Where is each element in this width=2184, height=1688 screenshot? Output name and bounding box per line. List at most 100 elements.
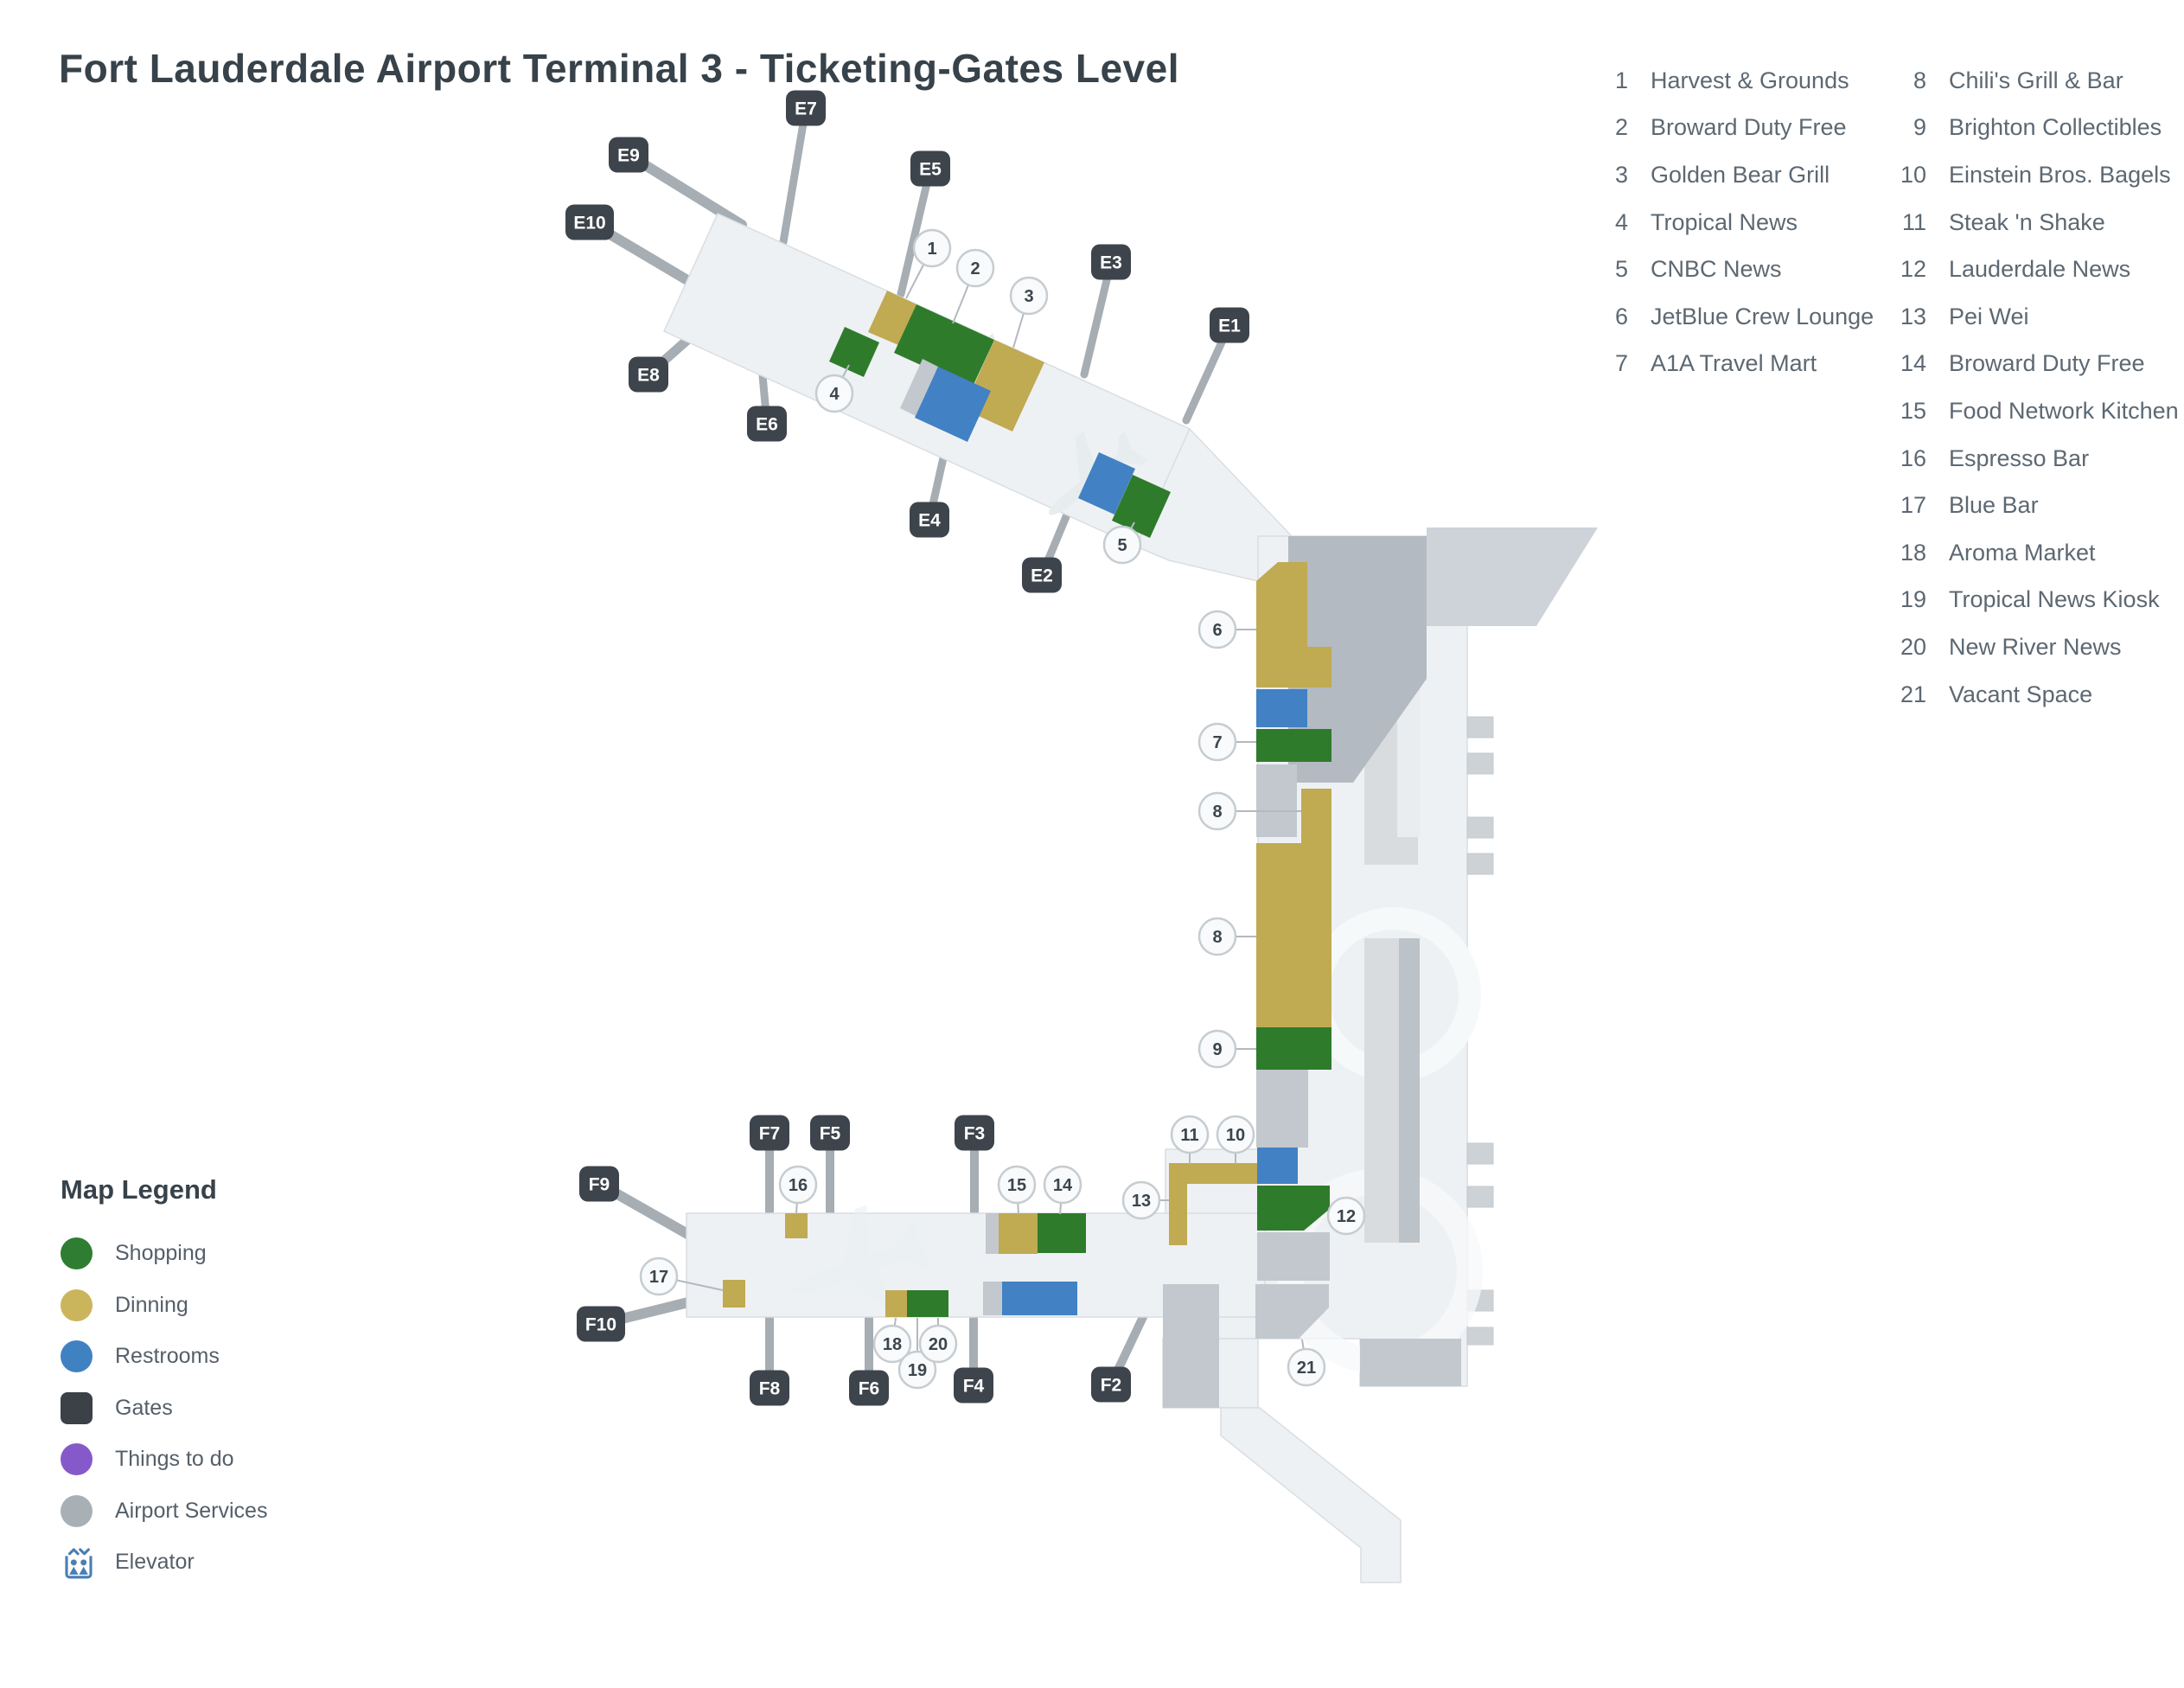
marker-circle-7[interactable] bbox=[1197, 722, 1237, 762]
marker-circle-17[interactable] bbox=[639, 1256, 679, 1296]
marker-21[interactable]: 21 bbox=[1287, 1347, 1326, 1387]
marker-circle-10[interactable] bbox=[1216, 1115, 1255, 1154]
block-jetblue-crew-lounge[interactable] bbox=[1256, 562, 1331, 687]
marker-17[interactable]: 17 bbox=[639, 1256, 679, 1296]
gate-chip-F10[interactable] bbox=[577, 1306, 625, 1342]
block-tropical-news[interactable] bbox=[829, 327, 879, 377]
marker-8[interactable]: 8 bbox=[1197, 791, 1237, 831]
gate-chip-F5[interactable] bbox=[810, 1115, 850, 1151]
marker-circle-5[interactable] bbox=[1102, 525, 1142, 565]
gate-chip-E2[interactable] bbox=[1022, 557, 1062, 593]
block-einstein-steak-n-shake[interactable] bbox=[1169, 1163, 1257, 1184]
gate-chip-E9[interactable] bbox=[609, 137, 648, 173]
marker-circle-4[interactable] bbox=[814, 374, 854, 413]
gate-chip-E4[interactable] bbox=[910, 502, 949, 538]
marker-12[interactable]: 12 bbox=[1326, 1196, 1366, 1236]
gate-chip-E6[interactable] bbox=[747, 406, 787, 442]
marker-circle-8[interactable] bbox=[1197, 917, 1237, 956]
gate-chip-F2[interactable] bbox=[1091, 1366, 1131, 1403]
marker-6[interactable]: 6 bbox=[1197, 610, 1237, 649]
marker-8[interactable]: 8 bbox=[1197, 917, 1237, 956]
block-chilis-grill[interactable] bbox=[1256, 843, 1331, 1027]
gate-E1[interactable]: E1 bbox=[1210, 307, 1249, 343]
marker-circle-6[interactable] bbox=[1197, 610, 1237, 649]
gate-F8[interactable]: F8 bbox=[750, 1370, 789, 1406]
gate-F3[interactable]: F3 bbox=[955, 1115, 994, 1151]
block-restroom-e-east[interactable] bbox=[1078, 452, 1135, 515]
marker-10[interactable]: 10 bbox=[1216, 1115, 1255, 1154]
gate-chip-E10[interactable] bbox=[565, 204, 614, 240]
gate-F5[interactable]: F5 bbox=[810, 1115, 850, 1151]
gate-chip-F6[interactable] bbox=[849, 1370, 889, 1406]
marker-circle-8[interactable] bbox=[1197, 791, 1237, 831]
block-broward-duty-free-f[interactable] bbox=[1038, 1213, 1086, 1253]
block-blue-bar[interactable] bbox=[723, 1280, 745, 1308]
marker-circle-12[interactable] bbox=[1326, 1196, 1366, 1236]
gate-chip-F8[interactable] bbox=[750, 1370, 789, 1406]
marker-7[interactable]: 7 bbox=[1197, 722, 1237, 762]
marker-20[interactable]: 20 bbox=[918, 1324, 958, 1364]
marker-18[interactable]: 18 bbox=[872, 1324, 912, 1364]
marker-circle-3[interactable] bbox=[1009, 276, 1049, 316]
marker-circle-18[interactable] bbox=[872, 1324, 912, 1364]
marker-circle-19[interactable] bbox=[897, 1350, 937, 1390]
block-food-network-kitchen[interactable] bbox=[999, 1213, 1038, 1254]
gate-chip-F9[interactable] bbox=[579, 1166, 619, 1202]
marker-circle-13[interactable] bbox=[1121, 1180, 1161, 1220]
marker-circle-21[interactable] bbox=[1287, 1347, 1326, 1387]
marker-13[interactable]: 13 bbox=[1121, 1180, 1161, 1220]
block-lauderdale-news[interactable] bbox=[1257, 1186, 1330, 1231]
gate-E5[interactable]: E5 bbox=[910, 150, 950, 187]
block-aroma-market[interactable] bbox=[885, 1290, 907, 1317]
gate-E9[interactable]: E9 bbox=[609, 137, 648, 173]
marker-15[interactable]: 15 bbox=[997, 1165, 1037, 1205]
marker-2[interactable]: 2 bbox=[955, 248, 995, 288]
marker-1[interactable]: 1 bbox=[912, 228, 952, 268]
gate-E4[interactable]: E4 bbox=[910, 502, 949, 538]
gate-chip-F3[interactable] bbox=[955, 1115, 994, 1151]
gate-F2[interactable]: F2 bbox=[1091, 1366, 1131, 1403]
marker-16[interactable]: 16 bbox=[778, 1165, 818, 1205]
block-restroom-terminal-1[interactable] bbox=[1256, 689, 1307, 727]
block-broward-duty-free-e[interactable] bbox=[894, 304, 994, 388]
gate-F6[interactable]: F6 bbox=[849, 1370, 889, 1406]
block-chilis-bar[interactable] bbox=[1301, 789, 1331, 843]
gate-chip-F4[interactable] bbox=[954, 1367, 993, 1403]
gate-F10[interactable]: F10 bbox=[577, 1306, 625, 1342]
block-espresso-bar[interactable] bbox=[785, 1213, 808, 1238]
gate-E10[interactable]: E10 bbox=[565, 204, 614, 240]
block-tropical-news-kiosk[interactable] bbox=[907, 1290, 928, 1317]
marker-11[interactable]: 11 bbox=[1170, 1115, 1210, 1154]
gate-E3[interactable]: E3 bbox=[1091, 244, 1131, 280]
marker-circle-16[interactable] bbox=[778, 1165, 818, 1205]
marker-4[interactable]: 4 bbox=[814, 374, 854, 413]
block-a1a-travel-mart[interactable] bbox=[1256, 729, 1331, 762]
gate-chip-E8[interactable] bbox=[629, 356, 668, 393]
marker-circle-2[interactable] bbox=[955, 248, 995, 288]
marker-circle-15[interactable] bbox=[997, 1165, 1037, 1205]
gate-chip-E7[interactable] bbox=[786, 90, 826, 126]
marker-circle-1[interactable] bbox=[912, 228, 952, 268]
gate-chip-E3[interactable] bbox=[1091, 244, 1131, 280]
gate-chip-E1[interactable] bbox=[1210, 307, 1249, 343]
marker-14[interactable]: 14 bbox=[1043, 1165, 1082, 1205]
block-cnbc-news[interactable] bbox=[1112, 475, 1171, 538]
marker-circle-11[interactable] bbox=[1170, 1115, 1210, 1154]
gate-F4[interactable]: F4 bbox=[954, 1367, 993, 1403]
block-pei-wei[interactable] bbox=[1169, 1184, 1187, 1245]
gate-E8[interactable]: E8 bbox=[629, 356, 668, 393]
block-golden-bear-grill[interactable] bbox=[963, 340, 1044, 432]
gate-E2[interactable]: E2 bbox=[1022, 557, 1062, 593]
marker-19[interactable]: 19 bbox=[897, 1350, 937, 1390]
gate-chip-E5[interactable] bbox=[910, 150, 950, 187]
block-new-river-news[interactable] bbox=[928, 1290, 948, 1317]
gate-F9[interactable]: F9 bbox=[579, 1166, 619, 1202]
block-restroom-e-mid[interactable] bbox=[915, 367, 991, 442]
marker-3[interactable]: 3 bbox=[1009, 276, 1049, 316]
block-restroom-terminal-2[interactable] bbox=[1257, 1148, 1298, 1184]
gate-F7[interactable]: F7 bbox=[750, 1115, 789, 1151]
gate-E7[interactable]: E7 bbox=[786, 90, 826, 126]
marker-9[interactable]: 9 bbox=[1197, 1029, 1237, 1069]
marker-circle-14[interactable] bbox=[1043, 1165, 1082, 1205]
block-restroom-f[interactable] bbox=[1002, 1282, 1077, 1315]
